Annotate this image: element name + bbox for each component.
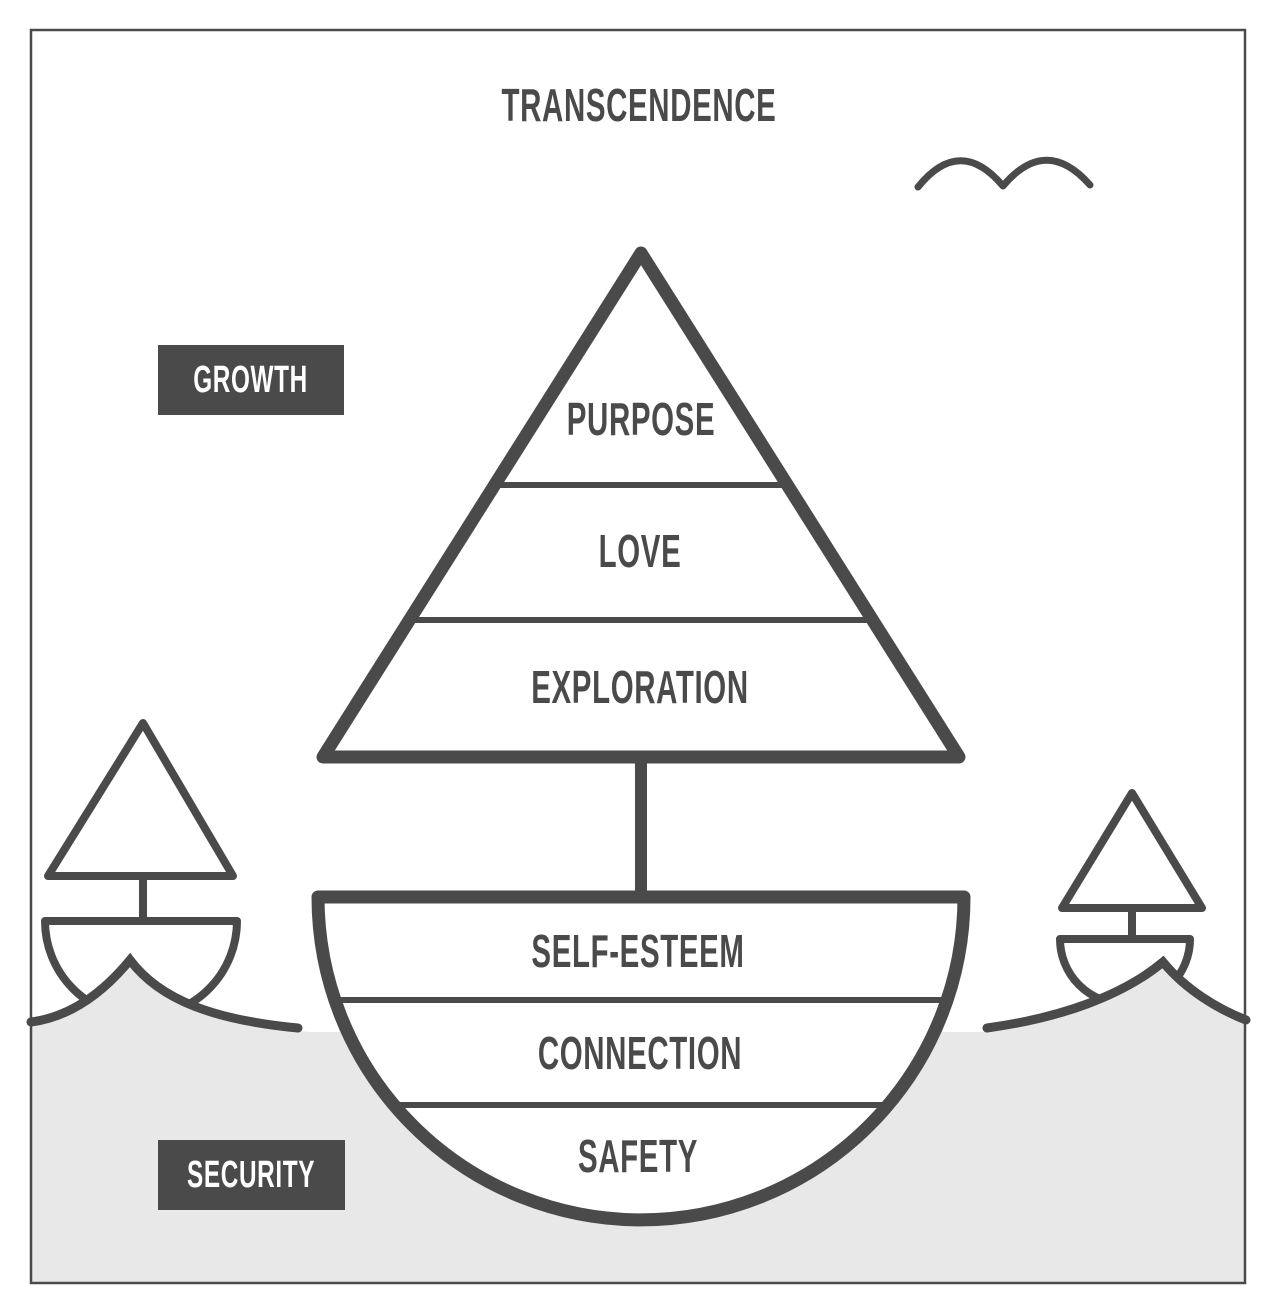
hull-level-self-esteem: SELF-ESTEEM — [531, 925, 745, 977]
sail-level-exploration: EXPLORATION — [531, 661, 749, 713]
sail-level-love: LOVE — [598, 525, 682, 577]
main-hull-outline — [311, 890, 971, 1227]
left-wave — [26, 952, 303, 1033]
growth-zone-label: GROWTH — [193, 359, 309, 401]
frame-border — [29, 28, 1247, 1285]
security-zone-tag: SECURITY — [158, 1140, 345, 1210]
transcendence-title: TRANSCENDENCE — [501, 79, 777, 131]
bird-icon — [914, 156, 1094, 191]
right-wave — [982, 955, 1251, 1033]
security-zone-label: SECURITY — [187, 1154, 316, 1196]
sail-level-purpose: PURPOSE — [566, 393, 716, 445]
growth-zone-tag: GROWTH — [158, 345, 344, 415]
hull-level-safety: SAFETY — [578, 1130, 698, 1182]
hull-level-connection: CONNECTION — [537, 1027, 743, 1079]
main-sailboat — [311, 246, 971, 1227]
